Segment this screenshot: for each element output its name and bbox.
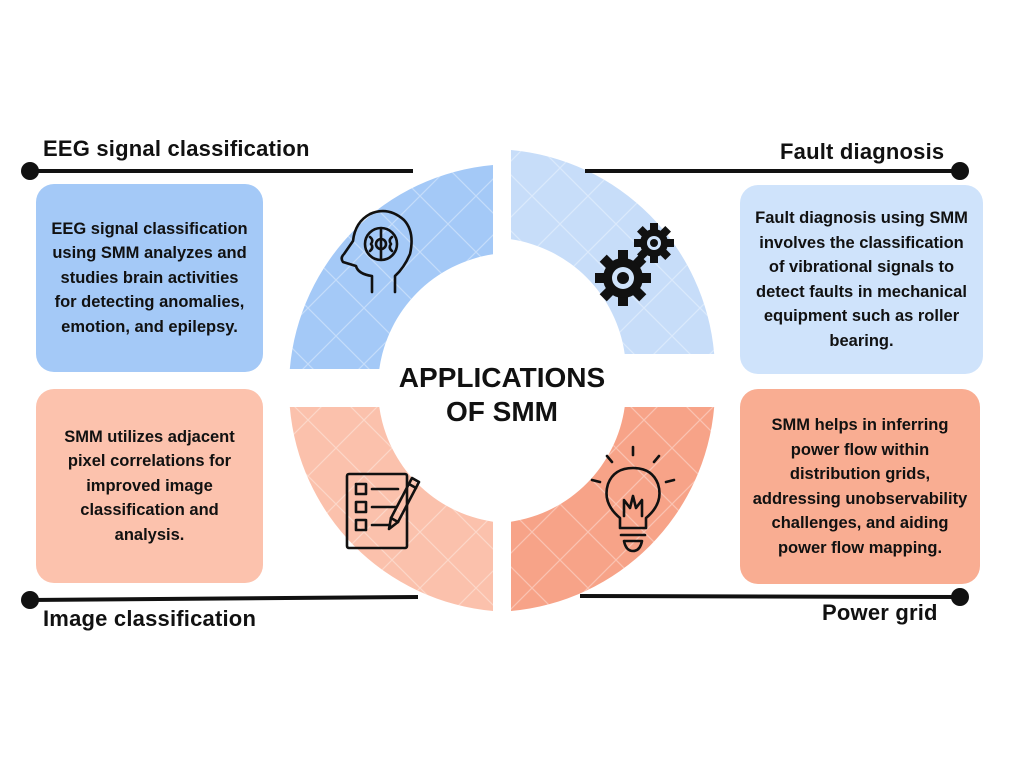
center-title: APPLICATIONS OF SMM (377, 361, 627, 429)
heading-image-classification: Image classification (43, 606, 257, 631)
description-box-power-grid: SMM helps in inferring power flow within… (740, 389, 980, 584)
connector-top-left (21, 162, 413, 180)
heading-power-grid: Power grid (822, 600, 938, 625)
description-text-fault-diagnosis: Fault diagnosis using SMM involves the c… (755, 209, 968, 350)
connector-top-right (585, 162, 969, 180)
quadrant-ring-top-left (289, 165, 493, 369)
heading-fault-diagnosis: Fault diagnosis (780, 139, 945, 164)
checklist-pencil-icon (345, 472, 421, 550)
brain-head-icon (340, 209, 413, 294)
description-box-eeg: EEG signal classification using SMM anal… (36, 184, 263, 372)
center-title-line2: OF SMM (446, 396, 558, 427)
quadrant-ring-top-right (511, 150, 715, 354)
lightbulb-icon (590, 445, 676, 553)
description-text-eeg: EEG signal classification using SMM anal… (51, 219, 248, 336)
description-box-fault-diagnosis: Fault diagnosis using SMM involves the c… (740, 185, 983, 374)
center-title-line1: APPLICATIONS (398, 362, 606, 393)
connector-bottom-left (21, 591, 419, 609)
quadrant-ring-bottom-left (289, 407, 493, 611)
description-text-image-classification: SMM utilizes adjacent pixel correlations… (64, 427, 235, 544)
heading-eeg-signal-classification: EEG signal classification (43, 136, 310, 161)
description-text-power-grid: SMM helps in inferring power flow within… (752, 416, 968, 557)
description-box-image-classification: SMM utilizes adjacent pixel correlations… (36, 389, 263, 583)
connector-bottom-right (579, 588, 969, 606)
